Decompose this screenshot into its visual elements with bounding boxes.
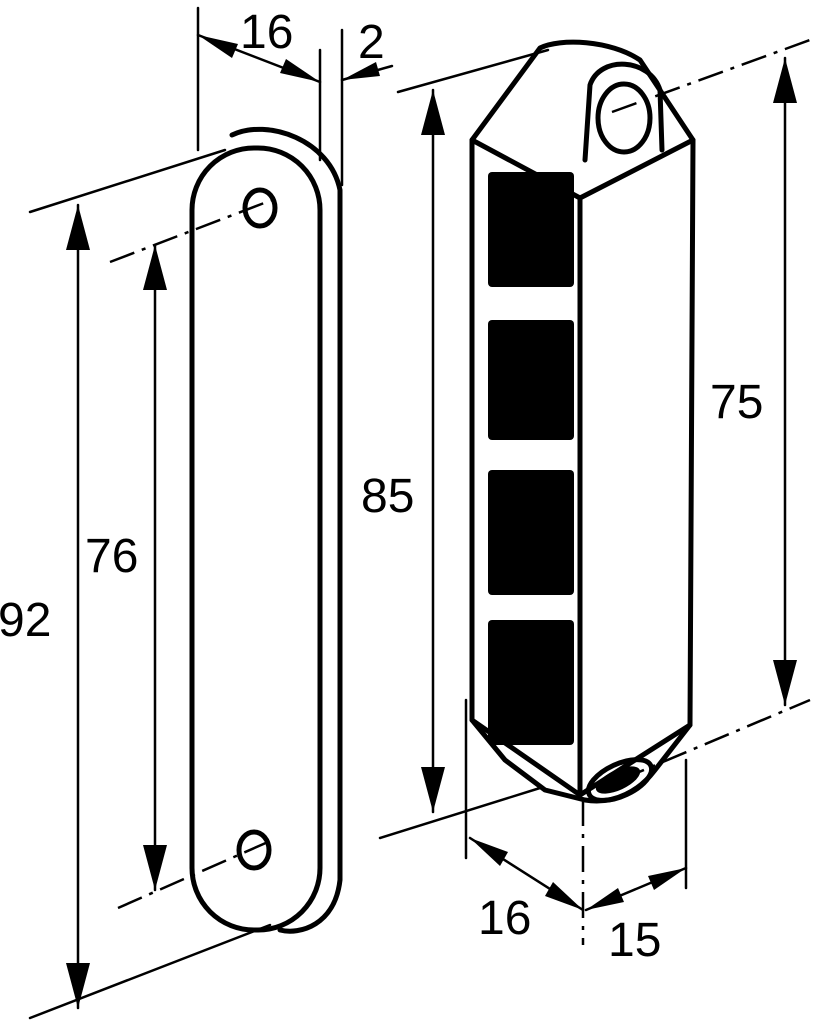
dim-76-arrow-bottom (143, 845, 167, 890)
dim-15-arrow-left (586, 888, 624, 910)
plate-front-face (189, 145, 323, 933)
plate-back-face (229, 126, 343, 934)
dim-16-top-label: 16 (240, 6, 293, 59)
dim-92-label: 92 (0, 594, 51, 647)
magnet-pad-4 (488, 620, 574, 745)
plate-hole-top (242, 187, 278, 229)
dim-75-arrow-bottom (773, 660, 797, 705)
dim-75-arrow-top (773, 58, 797, 103)
magnet-pad-2 (488, 320, 574, 440)
dim-92-arrow-bottom (66, 963, 90, 1008)
magnet-ext-bottom (378, 786, 542, 840)
plate-ext-bottom (28, 923, 272, 1020)
plate-dimensions: 92 76 16 2 (0, 6, 394, 1020)
plate-hole-bottom (236, 829, 272, 871)
dim-76-arrow-top (143, 245, 167, 290)
dim-16-bottom-label: 16 (478, 892, 531, 945)
dim-85-label: 85 (361, 470, 414, 523)
magnet-outline (469, 39, 696, 804)
dim-16-top-arrow-right (280, 59, 320, 82)
dim-92-arrow-top (66, 205, 90, 250)
magnet-bottom-lug-hole (595, 766, 641, 794)
magnet-bottom-lug (585, 757, 655, 803)
dim-85-arrow-top (421, 90, 445, 135)
magnet-ext-hole-bottom (619, 698, 811, 782)
dim-2-arrow (342, 62, 380, 80)
dim-16-bottom-arrow-right (545, 882, 583, 910)
magnet-ext-hole-top (611, 38, 811, 114)
magnet-pad-3 (488, 470, 574, 595)
dim-16-bottom-arrow-left (470, 838, 508, 866)
plate-hole-top-centerline (109, 198, 273, 264)
striker-plate (109, 126, 343, 934)
magnet-lug-hole (595, 81, 653, 155)
dim-76-label: 76 (85, 530, 138, 583)
magnet-pad-1 (488, 172, 574, 287)
dim-75-label: 75 (710, 376, 763, 429)
magnet-lug (582, 61, 665, 163)
plate-ext-top (28, 148, 227, 214)
plate-hole-bottom-centerline (117, 840, 269, 910)
dim-85-arrow-bottom (421, 767, 445, 812)
dim-2-label: 2 (358, 16, 385, 69)
magnet-ext-top (396, 48, 550, 94)
magnet-body (469, 39, 696, 804)
magnet-dimensions: 85 75 16 15 (361, 38, 811, 967)
dim-15-label: 15 (608, 914, 661, 967)
dim-15-arrow-right (648, 868, 686, 890)
dim-16-top-arrow-left (198, 35, 238, 58)
